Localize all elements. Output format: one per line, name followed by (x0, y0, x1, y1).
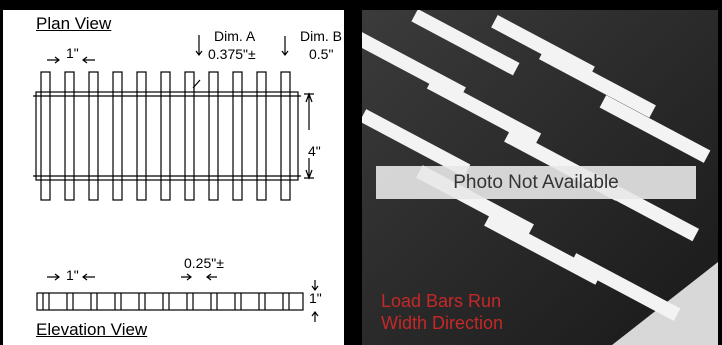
photo-panel: Photo Not Available Load Bars Run Width … (362, 10, 718, 345)
elevation-depth-dimension (311, 280, 319, 322)
elevation-depth-label: 1" (309, 290, 322, 306)
dim-b-value: 0.5" (309, 46, 334, 62)
left-border (0, 0, 3, 345)
elevation-pitch-left-arrow (47, 273, 60, 281)
elevation-gap-right-arrow (206, 273, 217, 281)
load-note-line-2: Width Direction (381, 312, 504, 333)
height-dimension (304, 92, 314, 180)
dim-b-title: Dim. B (300, 28, 342, 44)
dim-b-leader (281, 36, 289, 56)
elevation-pitch-label: 1" (66, 267, 79, 283)
drawing-panel: Plan View 1" Dim. A 0.375"± Dim. B 0.5" … (3, 10, 344, 345)
plan-grate-outline (35, 91, 299, 181)
right-border (718, 0, 722, 345)
elevation-view-title: Elevation View (36, 320, 148, 339)
dim-a-leader (192, 35, 203, 89)
elevation-gap-label: 0.25"± (184, 255, 224, 271)
elevation-bars (42, 293, 290, 310)
plan-pitch-left-arrow (47, 56, 60, 64)
plan-load-bars (40, 71, 291, 201)
plan-view-title: Plan View (36, 14, 112, 33)
grating-drawing (33, 35, 319, 322)
dim-a-value: 0.375"± (208, 46, 256, 62)
elevation-gap-left-arrow (181, 273, 192, 281)
load-direction-note: Load Bars Run Width Direction (381, 291, 503, 334)
panel-divider (344, 0, 362, 345)
elevation-outline (36, 292, 304, 311)
grate-height-label: 4" (308, 143, 321, 159)
photo-unavailable-banner: Photo Not Available (376, 166, 696, 199)
elevation-pitch-right-arrow (82, 273, 95, 281)
photo-slots (362, 10, 711, 321)
dim-a-title: Dim. A (214, 28, 256, 44)
plan-pitch-label: 1" (66, 45, 79, 61)
load-note-line-1: Load Bars Run (381, 291, 502, 311)
plan-pitch-right-arrow (82, 56, 95, 64)
